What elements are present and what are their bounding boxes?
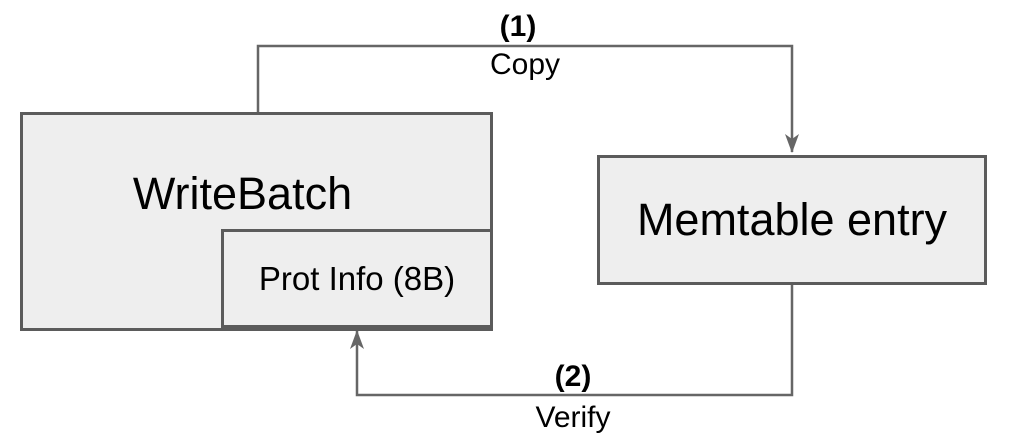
node-prot-info-label: Prot Info (8B): [258, 259, 456, 297]
edge-verify-label: Verify: [535, 401, 611, 434]
edge-verify-step-label: (2): [554, 360, 592, 393]
edge-verify-arrow: [350, 285, 794, 397]
node-memtable-label: Memtable entry: [636, 194, 948, 245]
edge-copy-step-label: (1): [499, 10, 537, 43]
edge-copy-arrow: [256, 44, 799, 153]
node-writebatch-label: WriteBatch: [132, 167, 353, 219]
node-prot-info: Prot Info (8B): [221, 229, 493, 328]
node-memtable: Memtable entry: [597, 155, 987, 285]
edge-copy-label: Copy: [489, 48, 561, 81]
